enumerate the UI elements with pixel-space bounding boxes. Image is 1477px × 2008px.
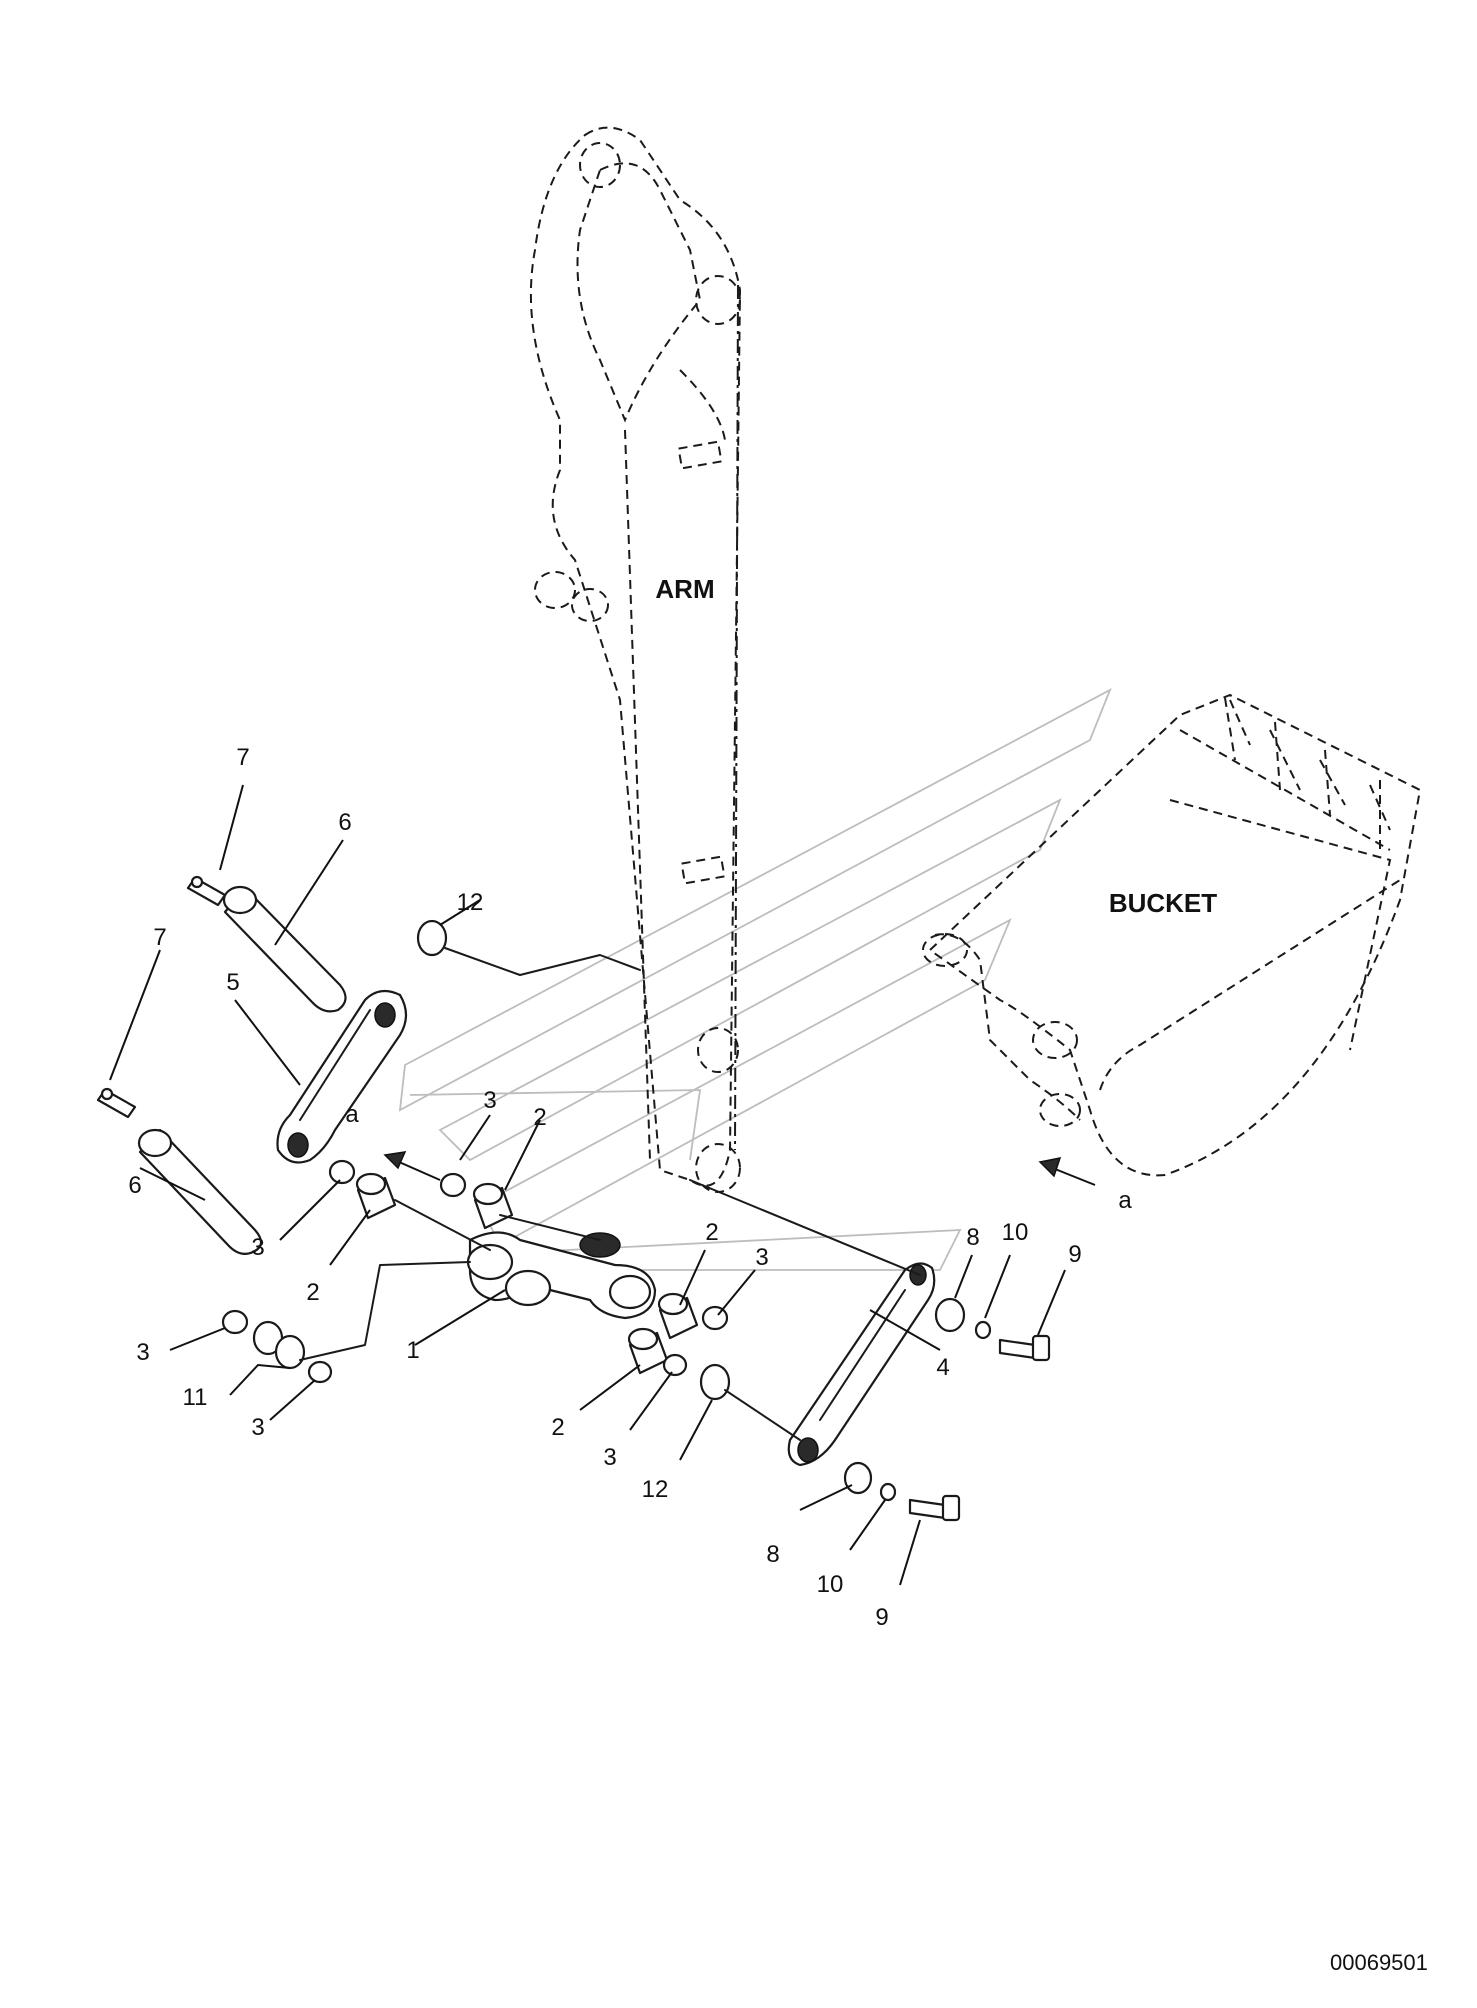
callout-11: 11 (183, 1384, 208, 1411)
shims-11 (252, 1320, 306, 1370)
callout-3-bottom-left: 3 (251, 1414, 264, 1441)
leader-lines (109, 784, 1066, 1586)
pin-6-upper (222, 885, 347, 1013)
callout-2-bottom: 2 (551, 1414, 564, 1441)
view-a-left-label: a (345, 1101, 359, 1128)
callout-6-lower: 6 (128, 1172, 141, 1199)
callout-8-upper: 8 (966, 1224, 979, 1251)
grease-fitting-7-lower (96, 1087, 137, 1119)
link-4 (787, 1262, 936, 1467)
watermark-logo (398, 688, 1112, 1271)
shims-12 (416, 919, 731, 1401)
bolts-9 (908, 1334, 1051, 1522)
link-1 (466, 1231, 657, 1320)
arm-label: ARM (655, 574, 714, 604)
callout-4: 4 (936, 1354, 949, 1381)
callout-12-upper: 12 (457, 889, 484, 916)
callout-9-lower: 9 (875, 1604, 888, 1631)
callout-3-bottom: 3 (603, 1444, 616, 1471)
pin-6-lower (137, 1128, 263, 1255)
callout-12-lower: 12 (642, 1476, 669, 1503)
callout-1: 1 (406, 1337, 419, 1364)
callout-2-right: 2 (705, 1219, 718, 1246)
view-arrow-a-left (383, 1151, 441, 1181)
callout-7-upper: 7 (236, 744, 249, 771)
grease-fitting-7-upper (186, 875, 227, 907)
washers-10 (879, 1320, 992, 1502)
callout-3-upper: 3 (483, 1087, 496, 1114)
callout-10-upper: 10 (1002, 1219, 1029, 1246)
assembly-lines (299, 947, 921, 1441)
bushing-2-c (657, 1292, 699, 1340)
bushing-2-a (355, 1172, 397, 1220)
callout-3-right: 3 (755, 1244, 768, 1271)
callout-5: 5 (226, 969, 239, 996)
bushing-2-b (472, 1182, 514, 1230)
callout-10-lower: 10 (817, 1571, 844, 1598)
callout-3-left: 3 (251, 1234, 264, 1261)
callout-2-left: 2 (306, 1279, 319, 1306)
callout-8-lower: 8 (766, 1541, 779, 1568)
bushing-2-d (627, 1327, 669, 1375)
callout-7-lower: 7 (153, 924, 166, 951)
bucket-outline (922, 693, 1422, 1177)
callout-6-upper: 6 (338, 809, 351, 836)
arm-outline (529, 126, 742, 1193)
view-arrow-a-right (1038, 1157, 1096, 1186)
view-a-right-label: a (1118, 1187, 1132, 1214)
seals-3 (221, 1159, 729, 1384)
callout-3-far-left: 3 (136, 1339, 149, 1366)
drawing-code: 00069501 (1330, 1950, 1428, 1975)
callout-9-upper: 9 (1068, 1241, 1081, 1268)
link-5 (276, 989, 408, 1164)
bucket-label: BUCKET (1109, 888, 1217, 918)
callout-2-upper: 2 (533, 1104, 546, 1131)
